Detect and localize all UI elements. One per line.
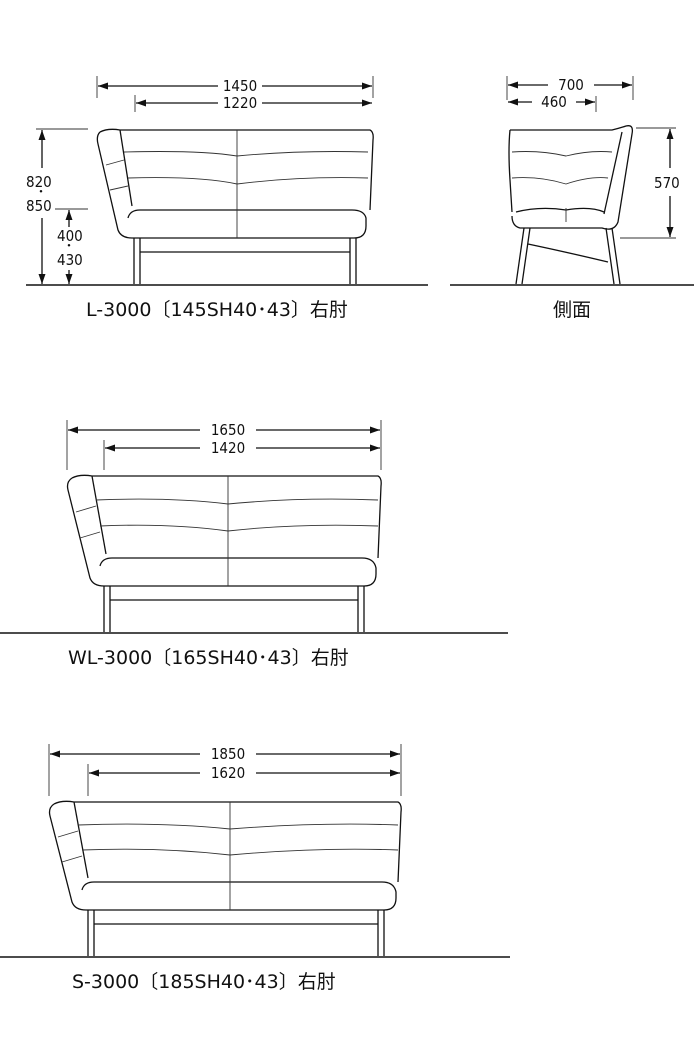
sofa-s3000-body — [48, 800, 402, 956]
caption-side: 側面 — [553, 299, 591, 321]
label-s3000-width-total: 1850 — [211, 745, 245, 763]
dim-l3000-height-back: 820 ･ 850 — [26, 130, 52, 284]
caption-wl3000: WL-3000〔165SH40･43〕右肘 — [68, 647, 349, 669]
dim-s3000-width-total: 1850 — [50, 745, 400, 763]
sofa-l3000-drawing: 1450 1220 820 ･ 850 400 ･ 430 — [26, 76, 428, 321]
sofa-l3000-body — [96, 128, 374, 284]
label-wl3000-width-seat: 1420 — [211, 439, 245, 457]
dim-side-depth-total: 700 — [508, 76, 632, 94]
label-side-height: 570 — [654, 174, 680, 192]
dim-l3000-height-seat: 400 ･ 430 — [57, 210, 83, 284]
dim-side-height: 570 — [654, 129, 680, 237]
label-side-depth-total: 700 — [558, 76, 584, 94]
caption-l3000: L-3000〔145SH40･43〕右肘 — [86, 299, 348, 321]
svg-text:･: ･ — [37, 183, 45, 201]
label-l3000-width-seat: 1220 — [223, 94, 257, 112]
dim-l3000-width-seat: 1220 — [136, 94, 372, 112]
dim-wl3000-width-total: 1650 — [68, 421, 380, 439]
sofa-side-drawing: 700 460 570 側面 — [450, 76, 694, 321]
label-l3000-height-back-2: 850 — [26, 197, 52, 215]
label-s3000-width-seat: 1620 — [211, 764, 245, 782]
dim-s3000-width-seat: 1620 — [89, 764, 400, 782]
label-wl3000-width-total: 1650 — [211, 421, 245, 439]
label-side-depth-seat: 460 — [541, 93, 567, 111]
sofa-wl3000-drawing: 1650 1420 WL-3000〔165SH40･43〕右肘 — [0, 420, 508, 669]
dim-l3000-width-total: 1450 — [98, 77, 372, 95]
sofa-s3000-drawing: 1850 1620 S-3000〔185SH40･43〕右肘 — [0, 744, 510, 993]
dim-wl3000-width-seat: 1420 — [105, 439, 380, 457]
caption-s3000: S-3000〔185SH40･43〕右肘 — [72, 971, 336, 993]
label-l3000-height-back-1: 820 — [26, 173, 52, 191]
label-l3000-height-seat-1: 400 — [57, 227, 83, 245]
label-l3000-width-total: 1450 — [223, 77, 257, 95]
label-l3000-height-seat-2: 430 — [57, 251, 83, 269]
dim-side-depth-seat: 460 — [508, 93, 595, 111]
sofa-wl3000-body — [66, 474, 382, 632]
svg-text:･: ･ — [65, 237, 73, 255]
sofa-side-body — [508, 125, 634, 285]
